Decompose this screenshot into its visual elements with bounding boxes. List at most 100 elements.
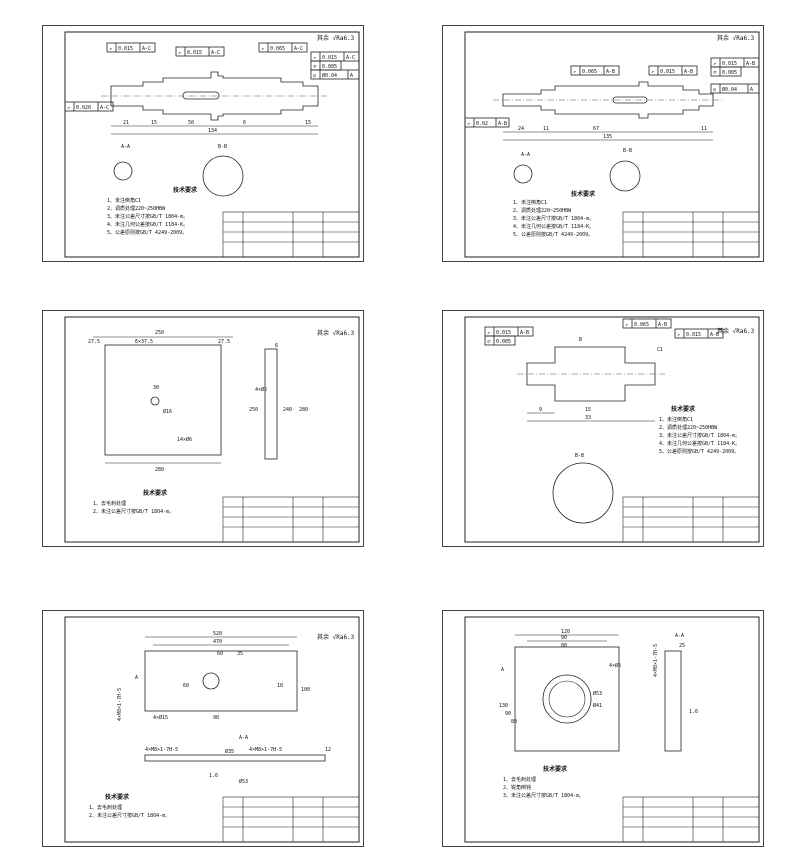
flange-section xyxy=(664,650,682,752)
note-1: 1、未注倒角C1 xyxy=(659,416,693,423)
dim-240: 240 xyxy=(283,407,292,413)
tol-6-datum: A xyxy=(350,73,353,79)
drawing-sheet-6[interactable]: 120 90 80 4×Ø5 130 90 80 Ø53 Ø41 25 1.6 … xyxy=(442,610,764,847)
drawing-sheet-3[interactable]: 其余 √Ra6.3 250 27.5 6×37.5 27.5 30 Ø16 14… xyxy=(42,310,364,547)
note-1: 1、未注倒角C1 xyxy=(107,197,141,204)
dim-12: 12 xyxy=(325,747,331,753)
notes-title: 技术要求 xyxy=(543,765,568,773)
note-4: 4、未注几何公差按GB/T 1184-K。 xyxy=(659,440,740,447)
shaft-outline xyxy=(110,71,319,121)
dim-11b: 11 xyxy=(701,126,707,132)
dim-6: 6 xyxy=(275,343,278,349)
dim-1-6: 1.6 xyxy=(209,773,218,779)
note-2: 2、调质处理220~250HBW xyxy=(659,424,718,431)
section-bb-label: B-B xyxy=(218,144,227,150)
dim-9: 9 xyxy=(539,407,542,413)
note-2: 2、未注公差尺寸按GB/T 1804-m。 xyxy=(93,508,174,515)
note-4: 4、未注几何公差按GB/T 1184-K。 xyxy=(513,223,594,230)
dim-90v: 90 xyxy=(505,711,511,717)
title-block xyxy=(622,796,760,843)
title-block xyxy=(222,796,360,843)
dim-d16: Ø16 xyxy=(163,408,172,415)
dim-520: 520 xyxy=(213,631,222,637)
tol-3-symbol: ↗ xyxy=(625,322,628,328)
tol-1-datum: A-C xyxy=(142,46,151,52)
plate-front-view xyxy=(104,344,222,456)
drawing-sheet-5[interactable]: 其余 √Ra6.3 520 470 60 35 60 10 100 90 4×Ø… xyxy=(42,610,364,847)
tol-5-datum: A xyxy=(750,87,753,93)
sheet-2-drawing: 其余 √Ra6.3 ↗ 0.065 A-B ↗ 0.015 A-B ↗ 0.01… xyxy=(464,31,760,258)
flange-front-view xyxy=(514,646,620,752)
tol-1-value: 0.015 xyxy=(496,330,511,336)
section-aa xyxy=(513,164,533,184)
section-b-label: B xyxy=(579,337,582,343)
shaft-outline xyxy=(526,346,656,402)
drawing-sheet-1[interactable]: 其余 √Ra6.3 ↗ 0.015 A-C ↗ 0.015 A-C ↗ 0.06… xyxy=(42,25,364,262)
roughness-symbol: 其余 √Ra6.3 xyxy=(717,327,755,335)
dim-27-5a: 27.5 xyxy=(88,339,100,345)
note-1: 1、去毛刺处理 xyxy=(503,776,536,783)
tol-3-symbol: ↗ xyxy=(713,61,716,67)
sheet-1-drawing: 其余 √Ra6.3 ↗ 0.015 A-C ↗ 0.015 A-C ↗ 0.06… xyxy=(64,31,360,258)
dim-100: 100 xyxy=(301,687,310,693)
thread-label-1: 4×M8×1-7H-5 xyxy=(145,747,178,753)
tol-7-symbol: ↗ xyxy=(67,105,70,111)
tol-2-datum: A-C xyxy=(211,50,220,56)
thread-label-3: 4×M8×1-7H-5 xyxy=(117,688,123,721)
tol-2-value: 0.015 xyxy=(660,69,675,75)
note-4: 4、未注几何公差按GB/T 1184-K。 xyxy=(107,221,188,228)
note-2: 2、调质处理220~250HBW xyxy=(107,205,166,212)
tol-1-symbol: ↗ xyxy=(573,69,576,75)
tol-5-value: 0.005 xyxy=(322,64,337,70)
thread-label-1: 4×M8×1-7H-5 xyxy=(653,644,659,677)
dim-d35: Ø35 xyxy=(225,748,234,755)
drawing-sheet-2[interactable]: 其余 √Ra6.3 ↗ 0.065 A-B ↗ 0.015 A-B ↗ 0.01… xyxy=(442,25,764,262)
tol-3-value: 0.015 xyxy=(722,61,737,67)
section-aa-label: A-A xyxy=(121,144,130,150)
section-bb-label: B-B xyxy=(623,148,632,154)
thread-label-2: 4×M8×1-7H-5 xyxy=(249,747,282,753)
tol-3-datum: A-B xyxy=(658,322,667,328)
dim-90: 90 xyxy=(213,715,219,721)
drawing-sheet-4[interactable]: 其余 √Ra6.3 ↗ 0.015 A-B ⌭ 0.005 ↗ 0.065 A-… xyxy=(442,310,764,547)
note-1: 1、未注倒角C1 xyxy=(513,199,547,206)
dim-35: 35 xyxy=(237,651,243,657)
tol-5-symbol: ◎ xyxy=(713,87,716,93)
dim-30: 30 xyxy=(153,385,159,391)
dim-134: 134 xyxy=(208,128,217,134)
dim-27-5b: 27.5 xyxy=(218,339,230,345)
dim-6x37-5: 6×37.5 xyxy=(135,339,153,345)
note-1: 1、去毛刺处理 xyxy=(93,500,126,507)
dim-14xd6: 14×Ø6 xyxy=(177,436,192,443)
tol-6-value: Ø0.04 xyxy=(322,72,337,79)
section-aa xyxy=(113,161,133,181)
tol-4-value: 0.015 xyxy=(322,55,337,61)
dim-80v: 80 xyxy=(511,719,517,725)
tol-2-symbol: ⌭ xyxy=(487,339,491,345)
dim-250v: 250 xyxy=(249,407,258,413)
roughness-symbol: 其余 √Ra6.3 xyxy=(317,633,355,641)
roughness-symbol: 其余 √Ra6.3 xyxy=(317,34,355,42)
tol-5-value: Ø0.04 xyxy=(722,86,737,93)
tol-2-symbol: ↗ xyxy=(178,50,181,56)
tol-1-datum: A-B xyxy=(520,330,529,336)
dim-25: 25 xyxy=(679,643,685,649)
note-2: 2、锐角倒钝 xyxy=(503,784,531,791)
dim-60a: 60 xyxy=(217,651,223,657)
tol-7-value: 0.020 xyxy=(76,105,91,111)
title-block xyxy=(622,211,760,258)
tol-6-value: 0.02 xyxy=(476,121,488,127)
plate-top-view xyxy=(144,650,298,712)
tol-1-symbol: ↗ xyxy=(109,46,112,52)
dim-11a: 11 xyxy=(543,126,549,132)
tol-1-value: 0.065 xyxy=(582,69,597,75)
tol-4-value: 0.015 xyxy=(686,332,701,338)
tol-1-value: 0.015 xyxy=(118,46,133,52)
sheet-4-drawing: 其余 √Ra6.3 ↗ 0.015 A-B ⌭ 0.005 ↗ 0.065 A-… xyxy=(464,316,760,543)
note-2: 2、调质处理220~250HBW xyxy=(513,207,572,214)
section-aa-label: A-A xyxy=(521,152,530,158)
dim-470: 470 xyxy=(213,639,222,645)
section-a-label: A xyxy=(501,667,504,673)
tol-3-value: 0.065 xyxy=(270,46,285,52)
note-3: 3、未注公差尺寸按GB/T 1804-m。 xyxy=(503,792,584,799)
